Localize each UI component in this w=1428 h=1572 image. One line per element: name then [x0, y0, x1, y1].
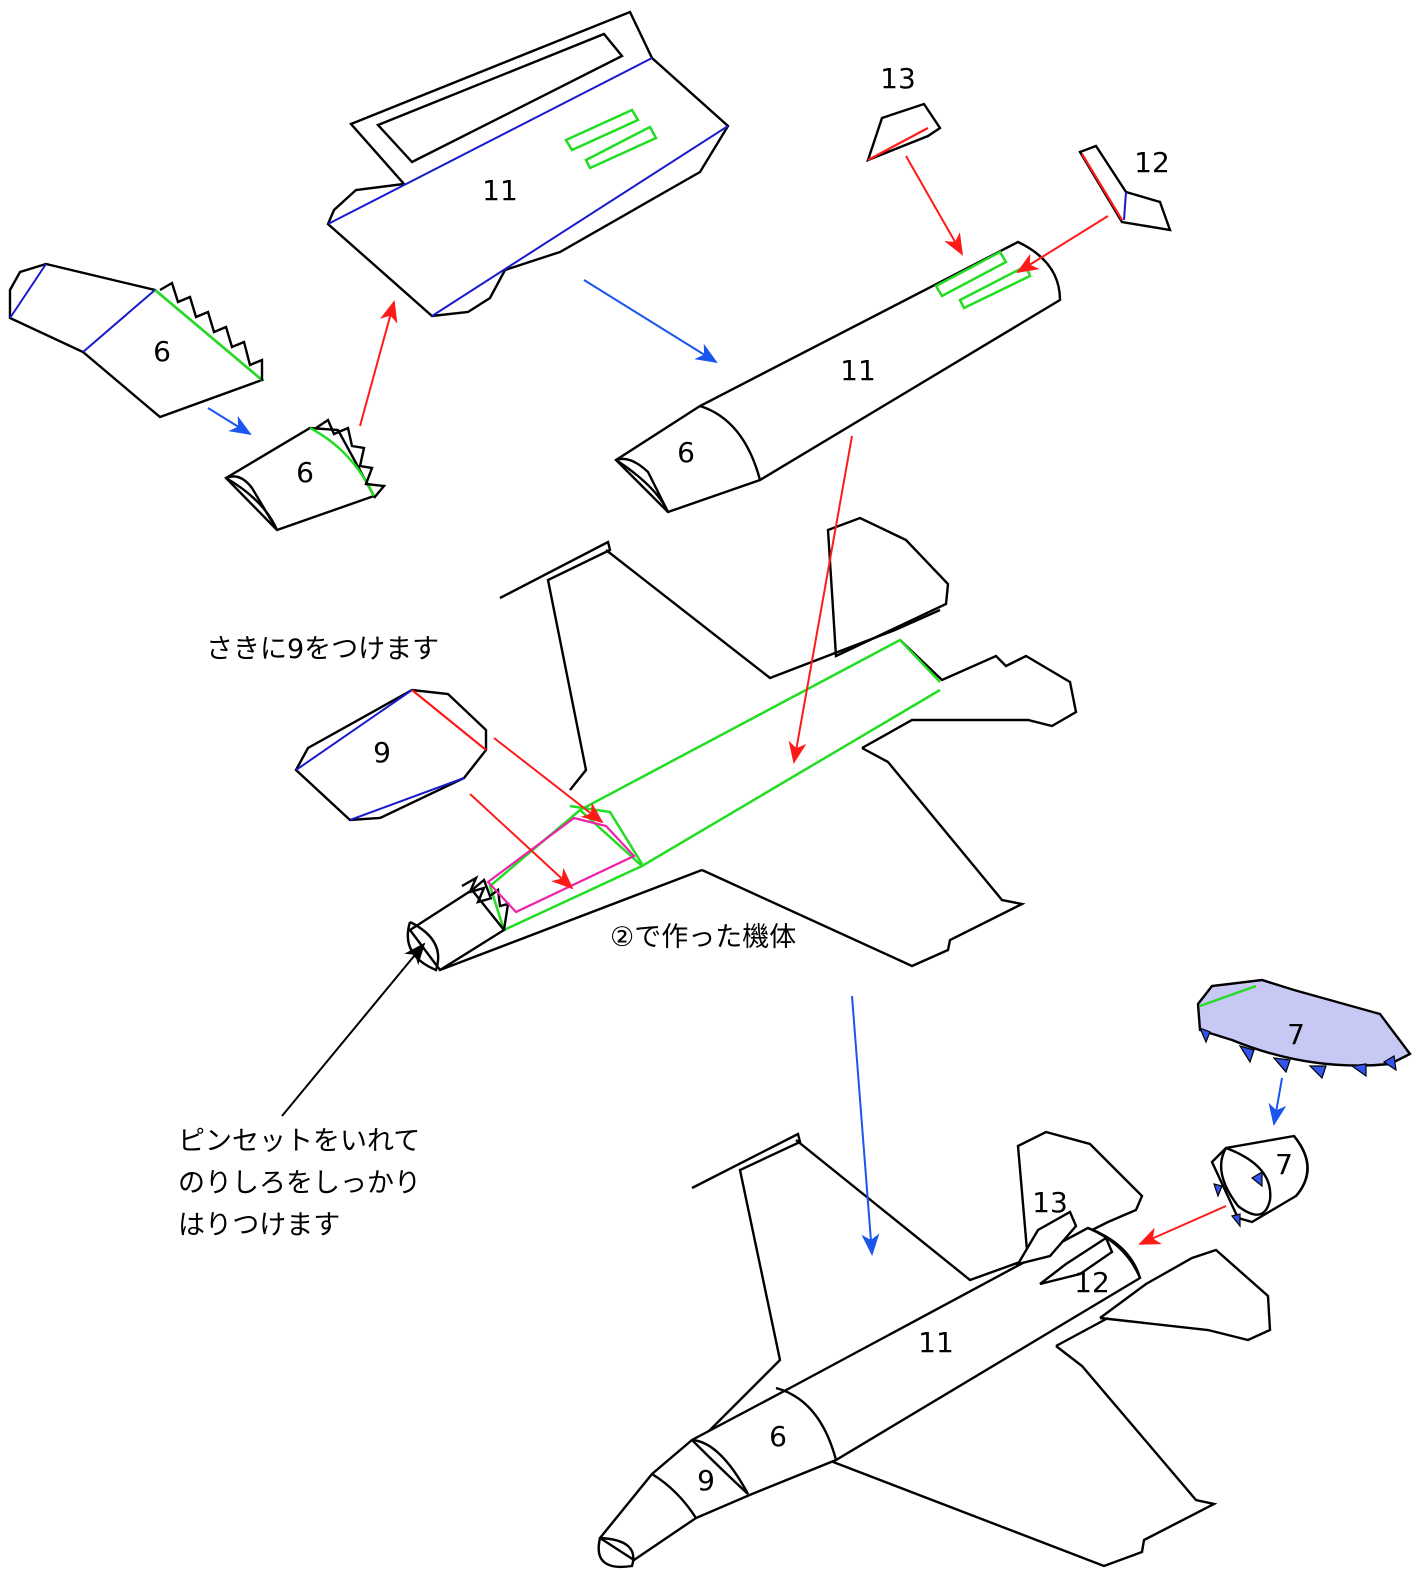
blue-arrow [583, 279, 718, 364]
black-arrow [281, 942, 426, 1117]
final-11-label: 11 [918, 1326, 954, 1359]
final-6-label: 6 [769, 1420, 787, 1453]
note-attach-9-first: さきに9をつけます [206, 634, 439, 665]
part-13: 13 [866, 62, 942, 163]
arrows [207, 155, 1287, 1256]
part-12-label: 12 [1134, 146, 1170, 179]
part-13-label: 13 [880, 62, 916, 95]
red-arrow [469, 793, 574, 890]
part-7-flat-label: 7 [1287, 1018, 1305, 1051]
blue-arrow [207, 407, 252, 436]
final-9-label: 9 [697, 1464, 715, 1497]
part-9: 9 [294, 688, 488, 822]
part-6-rolled-label: 6 [296, 456, 314, 489]
red-arrow [493, 737, 604, 824]
body-from-step-2 [406, 516, 1078, 972]
red-arrow [359, 300, 398, 427]
final-12-label: 12 [1074, 1266, 1110, 1299]
red-arrow [905, 155, 963, 256]
final-13-label: 13 [1032, 1186, 1068, 1219]
part-7-cone-label: 7 [1275, 1148, 1293, 1181]
red-arrow [788, 435, 853, 764]
note-tweezers-line-3: はりつけます [178, 1210, 340, 1241]
assembled-6-label: 6 [677, 436, 695, 469]
assembled-11-label: 11 [840, 354, 876, 387]
part-7-flat: 7 [1196, 978, 1412, 1080]
note-body-from-step-2: ②で作った機体 [610, 922, 796, 953]
part-11-flat: 11 [326, 10, 730, 318]
red-arrow [1138, 1205, 1227, 1245]
part-7-cone: 7 [1210, 1134, 1309, 1228]
note-tweezers-line-1: ピンセットをいれて [178, 1126, 420, 1157]
part-11-flat-label: 11 [482, 174, 518, 207]
part-6-flat: 6 [8, 262, 265, 419]
note-tweezers-line-2: のりしろをしっかり [178, 1168, 421, 1199]
final-plane: 13 12 11 6 9 [597, 1130, 1272, 1569]
part-6-flat-label: 6 [153, 335, 171, 368]
fuselage-6-11-assembled: 11 6 [614, 240, 1062, 514]
part-12: 12 [1078, 144, 1172, 232]
blue-arrow [851, 995, 880, 1256]
blue-arrow [1268, 1077, 1287, 1126]
part-9-label: 9 [373, 736, 391, 769]
red-arrow [1016, 215, 1109, 274]
part-6-rolled: 6 [224, 418, 387, 532]
